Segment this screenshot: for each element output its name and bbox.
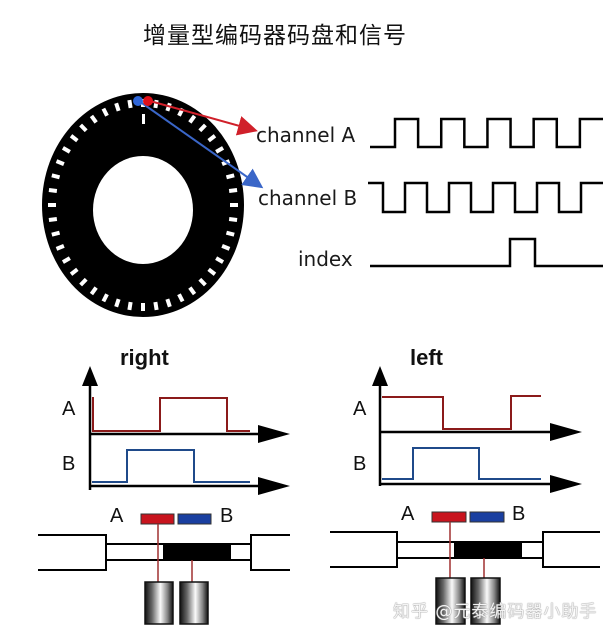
disk-slot — [188, 286, 197, 296]
disk-slot — [228, 188, 238, 193]
disk-slot — [48, 217, 58, 222]
sensor-b-dot — [133, 96, 143, 106]
right-label-b: B — [62, 453, 76, 475]
disk-slot — [55, 159, 65, 166]
left-led-b — [470, 577, 501, 625]
left-panel-chart — [372, 366, 582, 493]
right-sensor-label-a: A — [110, 505, 124, 527]
watermark: 知乎 @元泰编码器小助手 — [393, 602, 598, 622]
left-a-arrow-icon — [550, 423, 582, 441]
channel-a-waveform — [370, 117, 603, 149]
disk-slot — [51, 230, 61, 237]
right-led-a — [144, 581, 174, 625]
disk-slot — [198, 123, 207, 133]
index-slot — [142, 114, 145, 124]
index-label: index — [298, 247, 353, 271]
disk-slot — [89, 286, 98, 296]
disk-slot — [221, 244, 231, 251]
disk-slot — [114, 102, 121, 112]
channel-b-arrow — [138, 100, 264, 189]
right-b-arrow-icon — [258, 477, 290, 495]
channel-b-label: channel B — [258, 186, 358, 210]
right-y-arrow-icon — [82, 366, 98, 386]
disk-slot — [215, 146, 225, 154]
right-trace-b — [92, 449, 250, 483]
right-sensor-a — [140, 513, 175, 525]
left-label-b: B — [353, 453, 367, 475]
disk-slot — [127, 99, 133, 109]
channel-b-waveform — [368, 181, 603, 214]
encoder-disk — [42, 93, 244, 317]
disk-slot — [230, 203, 238, 207]
left-code-bar — [454, 542, 522, 558]
disk-slot — [114, 298, 121, 308]
left-mechanism — [330, 511, 600, 625]
disk-slot — [177, 293, 185, 303]
left-trace-a — [382, 395, 541, 430]
page-title: 增量型编码器码盘和信号 — [143, 23, 407, 49]
disk-slot — [79, 123, 88, 133]
right-sensor-b — [177, 513, 212, 525]
right-trace-a — [92, 397, 250, 432]
left-panel-title: left — [410, 345, 443, 370]
left-y-arrow-icon — [372, 366, 388, 386]
disk-slot — [61, 256, 71, 264]
disk-slot — [69, 134, 79, 143]
disk-slot — [165, 298, 172, 308]
disk-slots — [48, 99, 238, 311]
disk-slot — [215, 256, 225, 264]
disk-slot — [198, 277, 207, 287]
left-sensor-b — [469, 511, 505, 523]
right-a-arrow-icon — [258, 425, 290, 443]
disk-slot — [188, 114, 197, 124]
disk-slot — [89, 114, 98, 124]
disk-slot — [101, 293, 109, 303]
disk-slot — [225, 230, 235, 237]
right-led-b — [179, 581, 209, 625]
sensor-a-dot — [143, 96, 153, 106]
right-mechanism — [38, 513, 290, 625]
disk-slot — [55, 244, 65, 251]
disk-slot — [225, 173, 235, 180]
disk-slot — [207, 134, 217, 143]
left-b-arrow-icon — [550, 475, 582, 493]
disk-slot — [207, 267, 217, 276]
right-label-a: A — [62, 398, 76, 420]
index-waveform — [370, 237, 603, 268]
left-trace-b — [382, 447, 541, 480]
left-sensor-label-b: B — [512, 503, 526, 525]
disk-slot — [153, 301, 159, 311]
left-led-a — [435, 577, 466, 625]
right-panel-chart — [82, 366, 290, 495]
disk-slot — [69, 267, 79, 276]
disk-slot — [48, 188, 58, 193]
disk-hole — [93, 156, 193, 264]
right-sensor-label-b: B — [220, 505, 234, 527]
disk-slot — [79, 277, 88, 287]
disk-slot — [127, 301, 133, 311]
right-panel-title: right — [120, 345, 169, 370]
channel-a-arrow — [149, 100, 258, 136]
disk-slot — [51, 173, 61, 180]
disk-slot — [228, 217, 238, 222]
right-code-bar — [163, 544, 231, 560]
disk-slot — [101, 107, 109, 117]
disk-slot — [61, 146, 71, 154]
left-sensor-label-a: A — [401, 503, 415, 525]
disk-slot — [48, 203, 56, 207]
left-sensor-a — [431, 511, 467, 523]
disk-slot — [141, 303, 145, 311]
channel-a-label: channel A — [256, 123, 356, 147]
left-label-a: A — [353, 398, 367, 420]
